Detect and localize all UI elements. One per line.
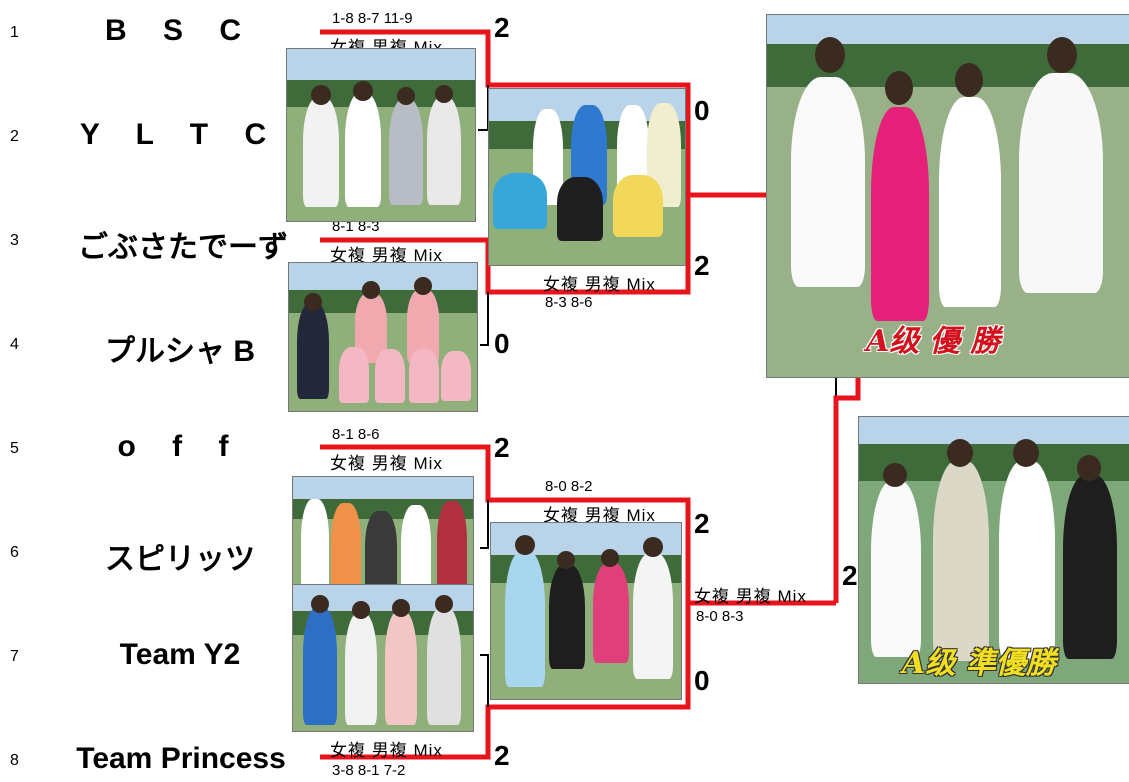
score-sf2: 8-0 8-2 — [545, 478, 593, 495]
team-off: o f f — [117, 430, 243, 463]
seed-6: 6 — [10, 544, 19, 561]
score-m1: 1-8 8-7 11-9 — [332, 10, 413, 27]
bracket-line-m1-loser — [478, 85, 489, 131]
result-off: 2 — [494, 432, 510, 463]
photo-champion — [766, 14, 1129, 378]
photo-spirits-team — [292, 476, 474, 602]
seed-1: 1 — [10, 24, 19, 41]
team-purusha: プルシャ B — [105, 335, 255, 368]
bracket-line-m2-loser — [480, 292, 489, 346]
header-m3: 女複 男複 Mix — [330, 454, 443, 473]
photo-y2-team — [292, 584, 474, 732]
header-sf2: 女複 男複 Mix — [543, 506, 656, 525]
team-gobusata: ごぶさたでーず — [78, 231, 288, 264]
seed-2: 2 — [10, 128, 19, 145]
team-y2: Team Y2 — [119, 638, 241, 671]
score-m4: 3-8 8-1 7-2 — [332, 762, 406, 779]
bracket-line-m4-loser — [480, 654, 489, 707]
header-m2: 女複 男複 Mix — [330, 246, 443, 265]
photo-bsc-team — [488, 88, 686, 266]
photo-runner-up — [858, 416, 1129, 684]
champion-caption: A级 優 勝 — [866, 324, 1001, 359]
team-spirits: スピリッツ — [105, 543, 255, 576]
seed-8: 8 — [10, 752, 19, 769]
result-final-bottom: 2 — [842, 560, 858, 591]
result-bsc: 2 — [494, 12, 510, 43]
score-final: 8-0 8-3 — [696, 608, 744, 625]
score-sf1: 8-3 8-6 — [545, 294, 593, 311]
header-final: 女複 男複 Mix — [694, 587, 807, 606]
result-sf1-bottom: 2 — [694, 250, 710, 281]
seed-5: 5 — [10, 440, 19, 457]
result-purusha: 0 — [494, 328, 510, 359]
photo-yltc-team — [286, 48, 476, 222]
seed-3: 3 — [10, 232, 19, 249]
seed-4: 4 — [10, 336, 19, 353]
result-princess: 2 — [494, 740, 510, 771]
bracket-line-m1 — [320, 29, 836, 198]
result-sf2-top: 2 — [694, 508, 710, 539]
team-bsc: B S C — [104, 14, 255, 47]
result-sf1-top: 0 — [694, 95, 710, 126]
team-princess: Team Princess — [76, 742, 286, 775]
team-yltc: Y L T C — [79, 118, 281, 151]
score-m3: 8-1 8-6 — [332, 426, 380, 443]
photo-princess-team — [490, 522, 682, 700]
score-m2: 8-1 8-3 — [332, 218, 380, 235]
bracket-line-m3-loser — [480, 500, 489, 549]
result-sf2-bottom: 0 — [694, 665, 710, 696]
header-sf1: 女複 男複 Mix — [543, 275, 656, 294]
bracket-line-m3 — [320, 444, 836, 606]
seed-7: 7 — [10, 648, 19, 665]
header-m4: 女複 男複 Mix — [330, 741, 443, 760]
bracket-line-final — [833, 372, 861, 603]
photo-purusha-team — [288, 262, 478, 412]
runner-up-caption: A级 準優勝 — [902, 646, 1056, 681]
